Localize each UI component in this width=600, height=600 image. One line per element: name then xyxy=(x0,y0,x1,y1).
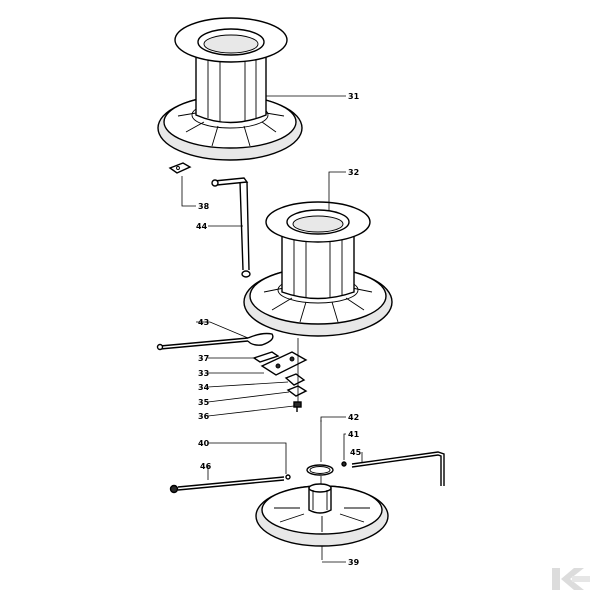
label-46: 46 xyxy=(200,462,212,471)
label-32: 32 xyxy=(348,168,359,177)
label-43: 43 xyxy=(198,318,209,327)
brand-logo xyxy=(552,568,590,590)
label-45: 45 xyxy=(350,448,362,457)
part-46-rod xyxy=(169,474,291,494)
part-42-ring xyxy=(306,464,334,476)
label-36: 36 xyxy=(198,412,210,421)
label-38: 38 xyxy=(198,202,210,211)
part-44-crank xyxy=(211,177,251,278)
label-33: 33 xyxy=(198,369,209,378)
label-37: 37 xyxy=(198,354,209,363)
label-42: 42 xyxy=(348,413,359,422)
part-39-base xyxy=(255,483,389,547)
label-44: 44 xyxy=(196,222,208,231)
label-39: 39 xyxy=(348,558,360,567)
label-31: 31 xyxy=(348,92,360,101)
part-45-key xyxy=(341,451,445,486)
part-43-rod xyxy=(156,332,274,351)
label-40: 40 xyxy=(198,439,210,448)
part-31-drum xyxy=(157,17,303,161)
leader-lines xyxy=(181,95,363,563)
centre-lines xyxy=(297,183,330,560)
bracket-assembly xyxy=(252,351,308,412)
label-41: 41 xyxy=(348,430,360,439)
part-labels: 31 32 38 44 43 37 33 34 35 36 42 41 45 4… xyxy=(196,92,362,567)
part-38-clip xyxy=(168,162,192,174)
label-34: 34 xyxy=(198,383,210,392)
label-35: 35 xyxy=(198,398,210,407)
part-32-drum xyxy=(243,201,393,337)
